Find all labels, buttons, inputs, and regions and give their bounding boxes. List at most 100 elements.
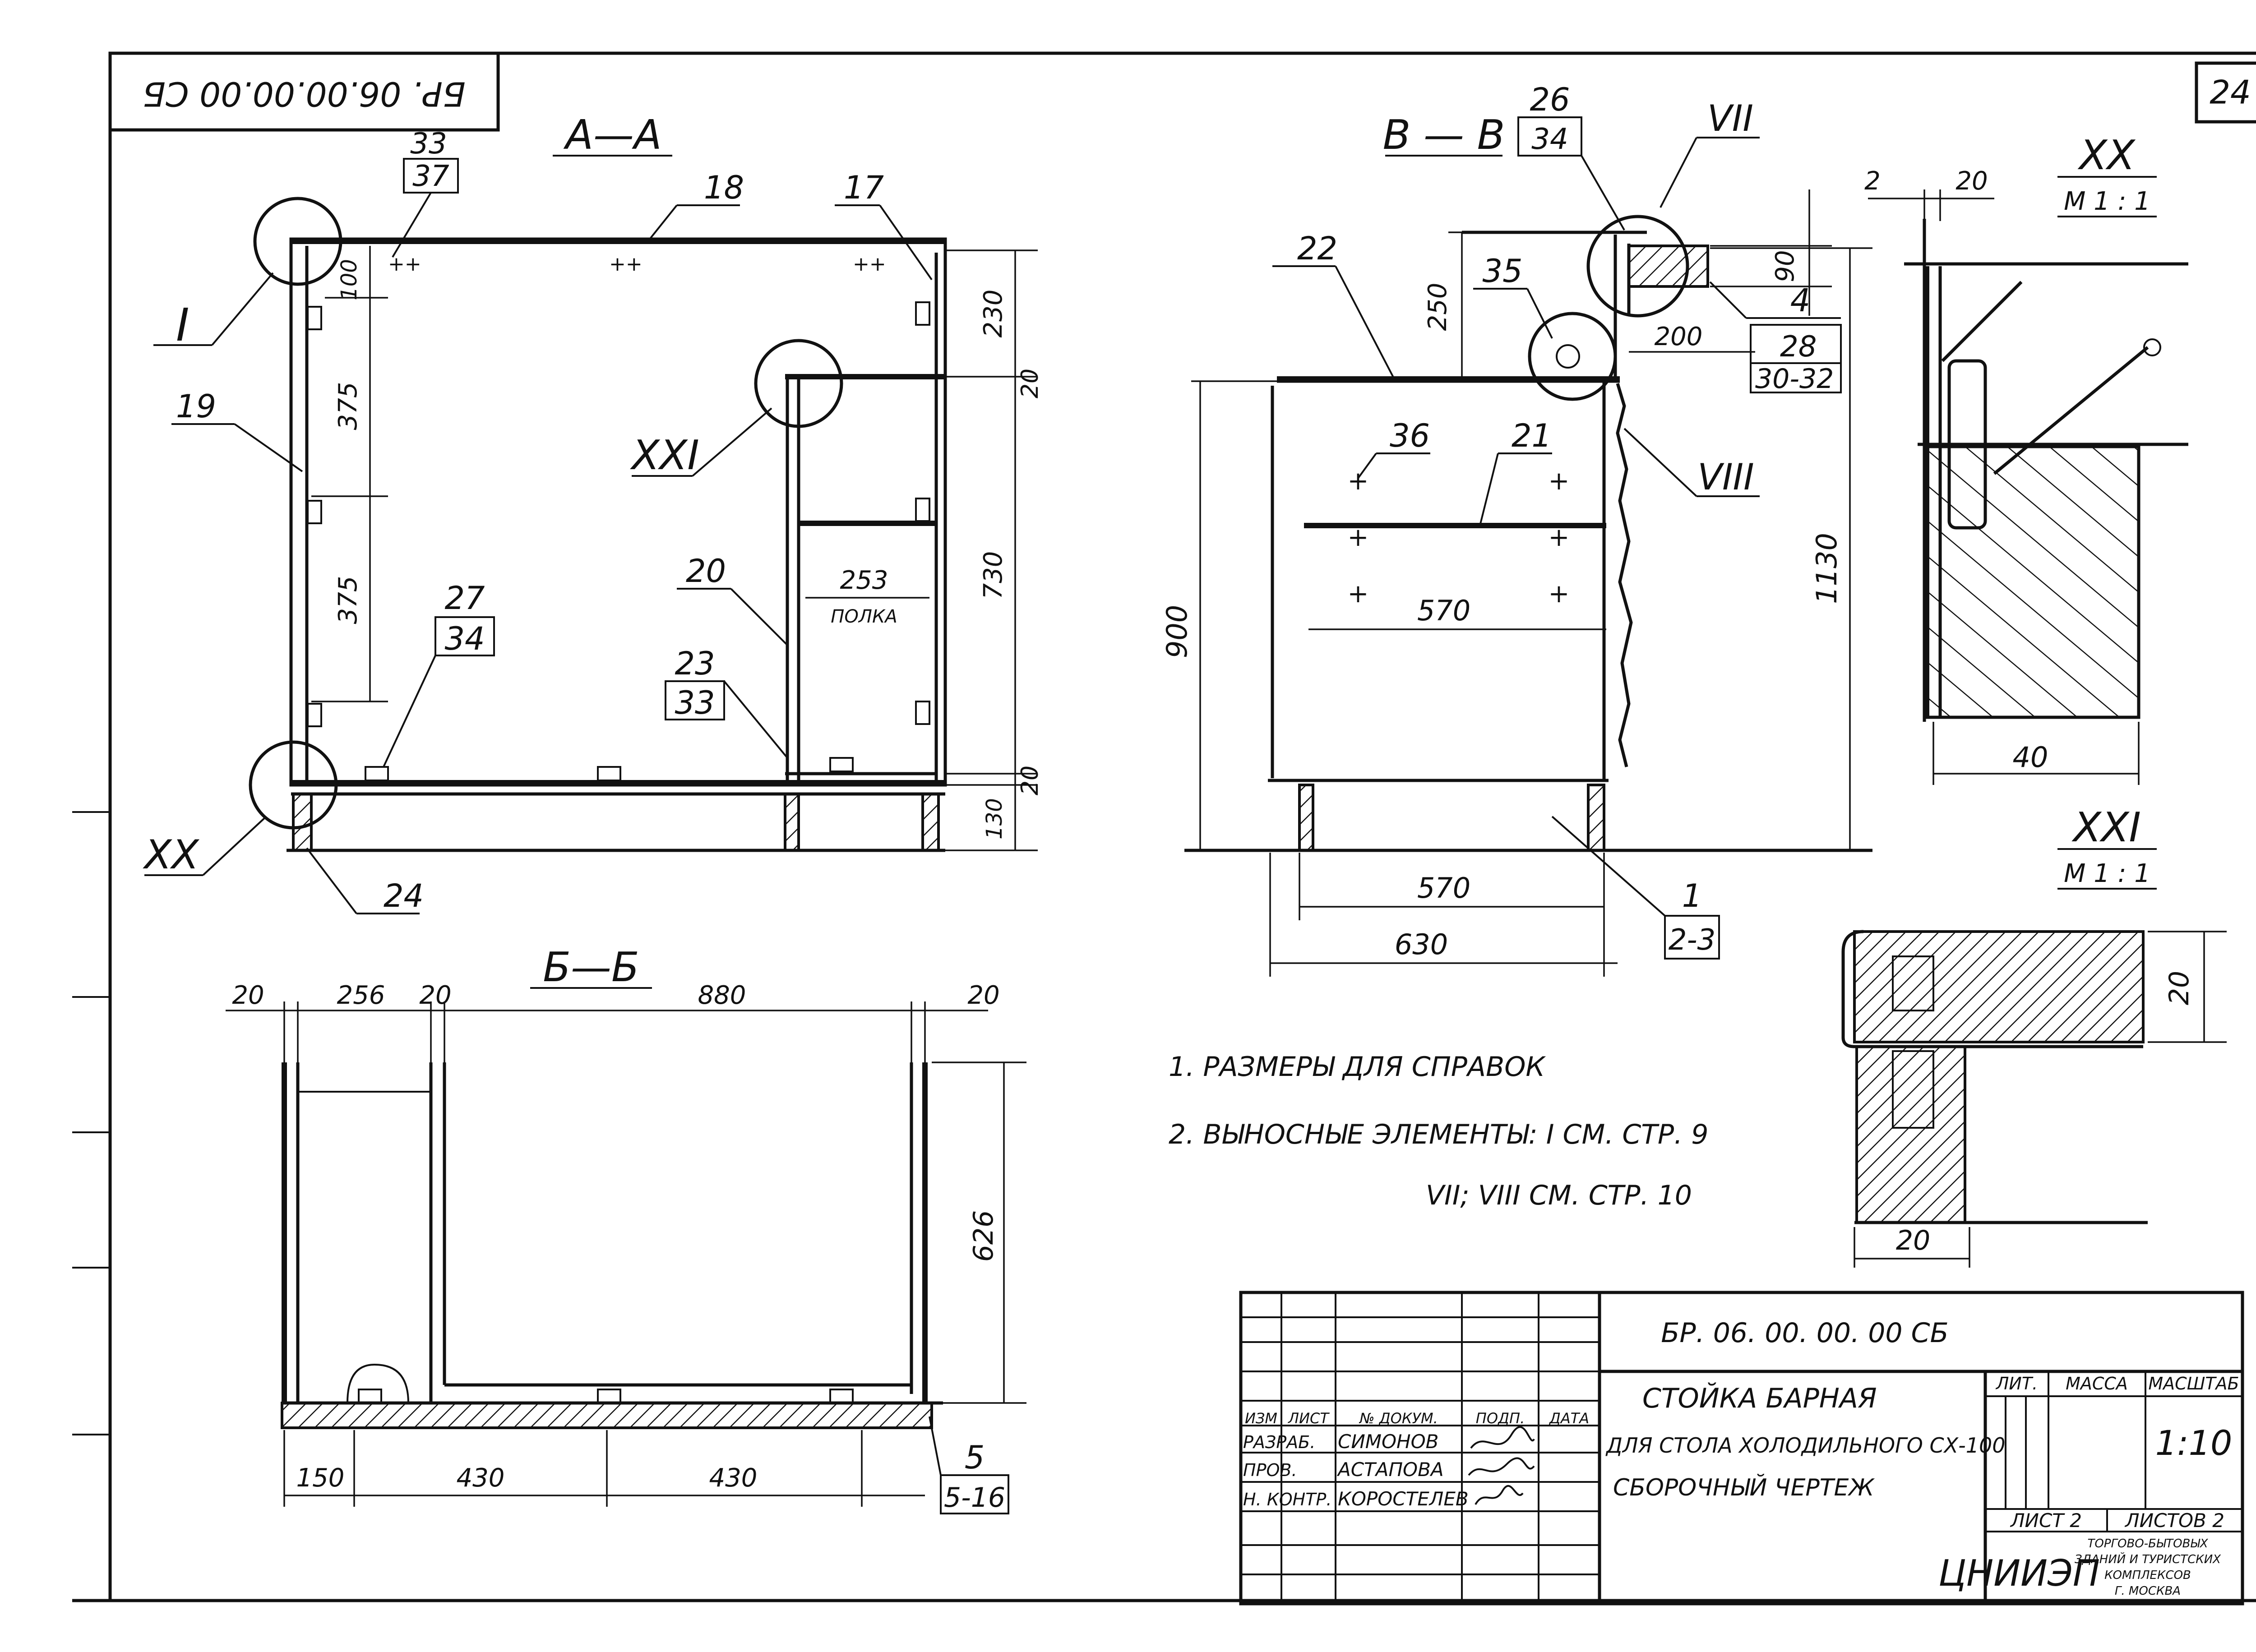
title-block: БР. 06. 00. 00. 00 СБ СТОЙКА БАРНАЯ ДЛЯ … — [1239, 1291, 2244, 1606]
tb-name-1: СИМОНОВ — [1338, 1431, 1439, 1453]
dim-vv-250: 250 — [1423, 283, 1452, 331]
vv-detail-vii-circle — [1586, 215, 1689, 318]
callout-33b: 33 — [675, 684, 715, 721]
tb-title-1: СТОЙКА БАРНАЯ — [1642, 1382, 1877, 1414]
callout-5: 5 — [965, 1439, 985, 1476]
dim-aa-130: 130 — [982, 798, 1007, 840]
tb-title-2: ДЛЯ СТОЛА ХОЛОДИЛЬНОГО СХ-100 — [1605, 1433, 2006, 1458]
dim-vv-1130: 1130 — [1810, 533, 1843, 604]
callout-26: 26 — [1530, 81, 1570, 118]
callout-17: 17 — [844, 169, 884, 206]
callout-30-32: 30-32 — [1755, 363, 1834, 395]
aa-detail-xx-label: XX — [143, 831, 199, 878]
tb-org-2: ЗДАНИЙ И ТУРИСТСКИХ — [2075, 1552, 2221, 1566]
dim-vv-570a: 570 — [1417, 594, 1470, 627]
dim-vv-200: 200 — [1655, 322, 1703, 351]
svg-text:+: + — [1348, 523, 1369, 552]
callout-4: 4 — [1790, 282, 1811, 319]
callout-34b: 34 — [1531, 123, 1568, 156]
tb-org-1: ТОРГОВО-БЫТОВЫХ — [2087, 1537, 2208, 1550]
aa-detail-xxi-circle — [754, 339, 843, 428]
aa-fasteners: ++ ++ ++ — [307, 253, 930, 781]
callout-2-3: 2-3 — [1669, 923, 1716, 957]
callout-20: 20 — [686, 553, 726, 590]
tb-header-list: ЛИСТ — [1288, 1410, 1330, 1427]
tb-header-sign: ПОДП. — [1476, 1410, 1525, 1427]
sheet-frame: БР. 06.00.00.00 СБ 24 — [72, 51, 2256, 1602]
dim-aa-375a: 375 — [333, 382, 363, 430]
callout-34a: 34 — [444, 620, 485, 657]
callout-19: 19 — [176, 388, 216, 425]
dim-aa-230: 230 — [979, 290, 1008, 338]
detail-xxi-scale: М 1 : 1 — [2064, 859, 2150, 888]
bb-base-plank — [281, 1402, 933, 1429]
detail-xx-title: XX — [2077, 132, 2136, 179]
tb-scale: 1:10 — [2155, 1423, 2233, 1463]
callout-24: 24 — [384, 877, 424, 914]
callout-28: 28 — [1780, 330, 1817, 364]
callout-21: 21 — [1512, 417, 1552, 454]
svg-text:+: + — [1348, 466, 1369, 496]
svg-text:+: + — [1549, 466, 1570, 496]
tb-lit: ЛИТ. — [1995, 1374, 2038, 1394]
dim-aa-253: 253 — [840, 566, 888, 595]
dim-bb-20c: 20 — [967, 981, 999, 1010]
tb-header-date: ДАТА — [1549, 1410, 1589, 1427]
dim-vv-90: 90 — [1771, 250, 1800, 282]
vv-dimensions — [1191, 189, 1872, 977]
tb-list: ЛИСТ 2 — [2010, 1509, 2082, 1532]
tb-header-doc: № ДОКУМ. — [1359, 1410, 1438, 1427]
tb-title-3: СБОРОЧНЫЙ ЧЕРТЕЖ — [1613, 1474, 1875, 1501]
detail-xxi: XXI М 1 : 1 20 20 — [1841, 804, 2227, 1268]
tb-org-4: Г. МОСКВА — [2115, 1584, 2181, 1598]
bb-dimensions — [226, 1001, 1026, 1507]
dim-det-20b: 20 — [2164, 971, 2195, 1005]
dim-aa-20a: 20 — [1017, 369, 1044, 398]
section-bb: Б—Б — [226, 944, 1026, 1514]
dim-vv-570b: 570 — [1417, 872, 1470, 904]
tb-org-logo: ЦНИИЭП — [1938, 1552, 2100, 1594]
callout-27: 27 — [444, 580, 485, 617]
callout-35: 35 — [1482, 253, 1522, 290]
tb-code: БР. 06. 00. 00. 00 СБ — [1661, 1317, 1948, 1349]
tb-role-1: РАЗРАБ. — [1243, 1432, 1315, 1452]
dim-det-2: 2 — [1864, 166, 1881, 196]
tb-header-izm: ИЗМ — [1245, 1410, 1277, 1427]
detail-xxi-title: XXI — [2071, 804, 2141, 851]
dim-bb-20a: 20 — [232, 981, 264, 1010]
tb-masshtab: МАСШТАБ — [2148, 1374, 2239, 1394]
vv-leg-right — [1587, 784, 1605, 852]
callout-18: 18 — [704, 169, 744, 206]
callout-36: 36 — [1390, 417, 1430, 454]
detail-xx: XX М 1 : 1 2 20 40 — [1864, 132, 2188, 785]
detail-xxi-side-board — [1855, 1045, 1966, 1224]
dim-bb-430b: 430 — [709, 1463, 758, 1493]
dim-aa-730: 730 — [979, 551, 1008, 600]
callout-23: 23 — [675, 645, 715, 682]
aa-leg-left — [292, 793, 313, 852]
aa-detail-i-circle — [253, 197, 342, 286]
dim-bb-880: 880 — [698, 981, 746, 1010]
callout-5-16: 5-16 — [944, 1482, 1005, 1514]
svg-text:+: + — [1549, 523, 1570, 552]
notes: 1. РАЗМЕРЫ ДЛЯ СПРАВОК 2. ВЫНОСНЫЕ ЭЛЕМЕ… — [1169, 1051, 1708, 1211]
vv-detail-viii-circle — [1528, 312, 1617, 401]
aa-outer-frame — [289, 237, 947, 787]
svg-text:++: ++ — [609, 253, 643, 276]
bb-fasteners — [358, 1389, 854, 1404]
dim-bb-626: 626 — [968, 1210, 999, 1262]
detail-xx-scale: М 1 : 1 — [2064, 187, 2150, 216]
aa-detail-i-label: I — [176, 299, 190, 351]
dim-vv-630: 630 — [1395, 928, 1448, 961]
dim-aa-100: 100 — [337, 259, 362, 300]
section-vv-title: В — В — [1383, 111, 1505, 159]
tb-org-3: КОМПЛЕКСОВ — [2104, 1569, 2191, 1582]
section-aa-title: А—А — [563, 111, 661, 159]
aa-detail-xxi-label: XXI — [630, 432, 699, 479]
tb-listov: ЛИСТОВ 2 — [2124, 1509, 2224, 1532]
aa-detail-xx-circle — [249, 740, 338, 830]
section-bb-title: Б—Б — [543, 944, 639, 991]
dim-aa-polka: ПОЛКА — [831, 606, 897, 627]
section-vv: В — В 26 34 VII VIII + — [1160, 81, 1872, 977]
tb-role-2: ПРОВ. — [1243, 1460, 1297, 1480]
